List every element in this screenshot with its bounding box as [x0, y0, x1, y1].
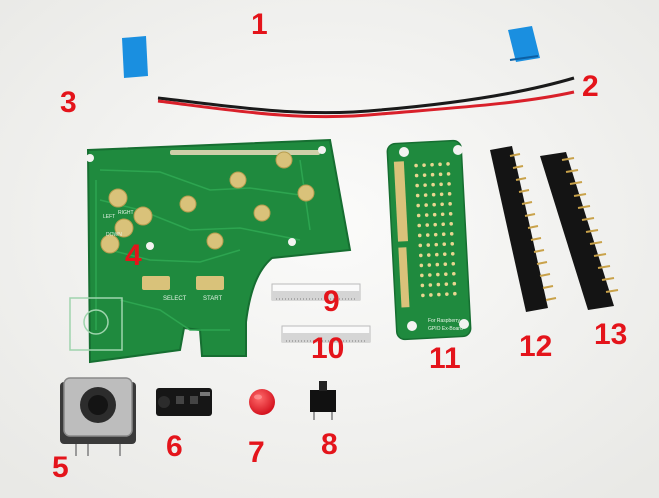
part-label-4: 4 — [125, 239, 142, 272]
part-label-6: 6 — [166, 430, 183, 463]
wire-icon — [157, 76, 575, 119]
ffc-connector-icon — [271, 283, 371, 343]
part-label-1: 1 — [251, 8, 268, 41]
pin-header-icon — [490, 146, 557, 312]
gpio-text-line2: GPIO Ex-Board — [428, 326, 463, 332]
part-label-5: 5 — [52, 451, 69, 484]
flex-cable-icon — [122, 26, 540, 78]
pcb-start-text: START — [203, 296, 222, 302]
part-label-10: 10 — [311, 332, 345, 365]
part-label-12: 12 — [519, 330, 553, 363]
gamepad-pcb-icon: SELECT START LEFT RIGHT DOWN — [69, 138, 352, 364]
button-cap-icon — [249, 389, 275, 415]
part-label-3: 3 — [60, 86, 77, 119]
part-label-7: 7 — [248, 436, 265, 469]
tactile-switch-icon — [310, 381, 336, 420]
pcb-select-text: SELECT — [163, 296, 187, 302]
part-label-11: 11 — [429, 342, 461, 375]
pcb-down-text: DOWN — [106, 232, 122, 238]
gpio-board-icon: For Raspberry GPIO Ex-Board — [386, 139, 472, 341]
joystick-icon — [60, 377, 136, 456]
pcb-left-text: LEFT — [103, 214, 115, 220]
pcb-right-text: RIGHT — [118, 210, 134, 216]
gpio-text-line1: For Raspberry — [428, 318, 460, 324]
part-label-9: 9 — [323, 285, 340, 318]
pin-header-icon — [540, 152, 619, 310]
audio-jack-icon — [156, 388, 212, 416]
part-label-2: 2 — [582, 70, 599, 103]
part-label-13: 13 — [594, 318, 628, 351]
part-label-8: 8 — [321, 428, 338, 461]
